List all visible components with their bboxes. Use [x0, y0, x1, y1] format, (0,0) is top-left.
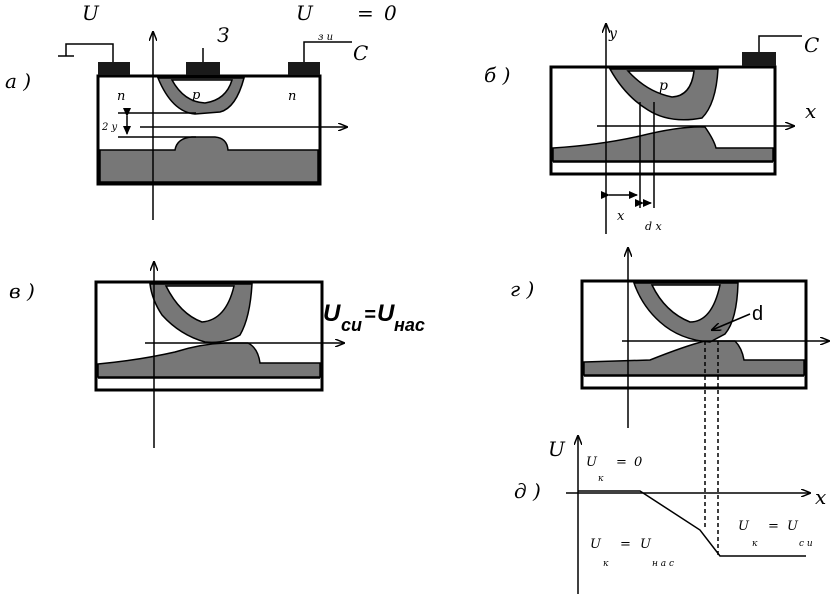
uksi-rhs: U [787, 519, 799, 534]
drain-label-b: С [804, 33, 819, 57]
p-gate-region-b [608, 68, 719, 121]
u-si-equals: = [364, 304, 376, 326]
uknas-rhs: U [640, 537, 652, 552]
n-right-label: n [288, 89, 296, 104]
n-left-label: n [117, 89, 125, 104]
y-axis-label-b: y [608, 26, 618, 42]
uk0-subscript: к [598, 474, 604, 484]
uknas-rhs-subscript: н а с [652, 559, 674, 569]
u-si-subscript: си [341, 315, 362, 335]
uk0-label: U [586, 455, 598, 470]
panel-a: а ) U З U з и = 0 С n p n 2 y [5, 1, 397, 220]
uksi-label: U [738, 519, 750, 534]
source-voltage-label: U [82, 1, 100, 25]
uknas-subscript: к [603, 559, 609, 569]
channel-region-a [99, 136, 319, 183]
panel-a-label: а ) [5, 69, 31, 93]
u-zi-subscript: з и [318, 32, 333, 43]
panel-d-label: д ) [514, 479, 541, 503]
p-gate-region-v [149, 283, 253, 344]
uksi-equals: = [768, 519, 779, 534]
u-axis-label: U [548, 437, 566, 461]
p-label-a: p [192, 88, 201, 103]
uk0-equals: = [616, 455, 627, 470]
drain-contact-a [288, 62, 320, 75]
p-label-b: p [659, 78, 668, 94]
channel-region-b [552, 126, 774, 162]
x-dimension-label: x [617, 209, 625, 224]
drain-lead-b [758, 35, 802, 52]
d-pointer-arrow [712, 313, 751, 330]
x-axis-label-b: x [805, 99, 816, 123]
panel-g-label: г ) [510, 277, 534, 301]
x-axis-label-d: x [815, 485, 826, 509]
u-nas-subscript: нас [394, 315, 425, 335]
source-lead-a [58, 43, 114, 62]
uksi-rhs-subscript: с и [799, 539, 813, 549]
dim-label-2y: 2 y [101, 122, 118, 133]
p-gate-region-a [156, 77, 245, 115]
u-nas-label: U [377, 300, 395, 327]
panel-v: в ) U си = U нас [9, 262, 425, 448]
d-point-label: d [752, 303, 763, 325]
uksi-subscript: к [752, 539, 758, 549]
potential-curve [578, 490, 806, 557]
gate-label: З [217, 23, 229, 47]
u-zi-label: U [296, 1, 314, 25]
panel-b-label: б ) [484, 63, 510, 87]
drain-lead-a [303, 41, 352, 62]
gate-contact-a [186, 62, 220, 75]
panel-g: г ) d [510, 248, 829, 556]
panel-d: д ) U x U к = 0 U к = U н а с U к = U с … [514, 436, 826, 594]
source-contact-a [98, 62, 130, 75]
uknas-label: U [590, 537, 602, 552]
dx-dimension-label: d x [645, 220, 663, 233]
panel-b: б ) y С p x x d x [484, 24, 819, 234]
uknas-equals: = [620, 537, 631, 552]
drain-contact-b [742, 52, 776, 66]
drain-label-a: С [353, 41, 368, 65]
u-si-label: U [323, 300, 341, 327]
uk0-value: 0 [634, 455, 642, 470]
u-zi-equals: = [357, 1, 374, 25]
u-zi-value: 0 [384, 1, 397, 25]
panel-v-label: в ) [9, 279, 35, 303]
